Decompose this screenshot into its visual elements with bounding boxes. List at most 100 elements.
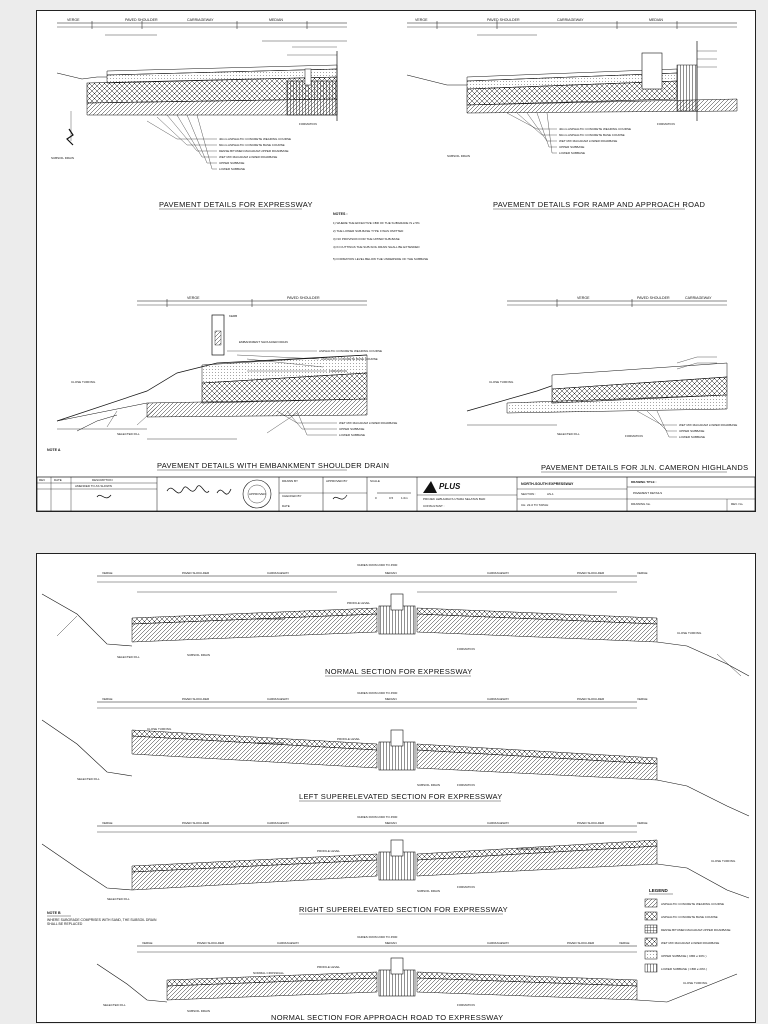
cam-header-paved-shoulder: PAVED SHOULDER bbox=[637, 296, 670, 300]
plus-logo-icon bbox=[423, 481, 437, 493]
s4-formation: FORMATION bbox=[457, 1003, 475, 1007]
emb-header-paved-shoulder: PAVED SHOULDER bbox=[287, 296, 320, 300]
note-5: 5) FORMATION LEVEL BELOW THE UNDERSIDE O… bbox=[333, 257, 428, 261]
s4-h-carriage-l: CARRIAGEWAY bbox=[277, 941, 299, 945]
s1-h-shoulder-r: PAVED SHOULDER bbox=[577, 571, 605, 575]
emb-header-verge: VERGE bbox=[187, 296, 200, 300]
s2-formation: FORMATION bbox=[457, 783, 475, 787]
s1-h-carriage-r: CARRIAGEWAY bbox=[487, 571, 509, 575]
emb-label-selected-fill: SELECTED FILL bbox=[117, 432, 140, 436]
legend-dbm: DENSE BITUMEN MACADAM UPPER ROADBASE bbox=[661, 928, 731, 932]
legend-wetmix: WET MIX MACADAM LOWER ROADBASE bbox=[661, 941, 719, 945]
s1-h-verge-l: VERGE bbox=[102, 571, 113, 575]
emb-label-upper-subbase: UPPER SUBBASE bbox=[339, 427, 364, 431]
section-approach-road bbox=[96, 945, 738, 1003]
rev-col: REV bbox=[39, 478, 45, 482]
s4-crossfall: NORMAL CROSSFALL bbox=[253, 971, 285, 975]
note-2: 2) THE LOWER SUB-BASE TYPE II WAS OMITTE… bbox=[333, 229, 404, 233]
section-3-labels: VERGE PAVED SHOULDER CARRIAGEWAY MEDIAN … bbox=[102, 815, 736, 901]
embankment-detail-drawing bbox=[56, 299, 368, 440]
note-b-block: NOTE B WHERE SUBGRADE COMPRISES WITH SAN… bbox=[47, 911, 156, 926]
s4-profile-level: PROFILE LEVEL bbox=[317, 965, 340, 969]
s3-h-carriage-l: CARRIAGEWAY bbox=[267, 821, 289, 825]
project-name: NORTH-SOUTH EXPRESSWAY bbox=[521, 482, 574, 486]
s4-close-turfing: CLOSE TURFING bbox=[683, 981, 708, 985]
header-verge: VERGE bbox=[67, 18, 80, 22]
expressway-layer-callouts: 40mm ASPHALTIC CONCRETE WEARING COURSE 6… bbox=[51, 122, 317, 171]
scale-mid: 0.5 bbox=[389, 496, 394, 500]
company-name: PROJEK LEBUHRAYA UTARA SELATAN BHD bbox=[423, 497, 486, 501]
cam-label-upper-subbase: UPPER SUBBASE bbox=[679, 429, 704, 433]
ramp-callout-upper-subbase: UPPER SUBBASE bbox=[559, 145, 584, 149]
s1-h-carriage-l: CARRIAGEWAY bbox=[267, 571, 289, 575]
note-b-title: NOTE B bbox=[47, 911, 61, 915]
s1-subsoil: SUBSOIL DRAIN bbox=[187, 653, 210, 657]
emb-label-formation: FORMATION bbox=[329, 369, 347, 373]
legend-upper-subbase: UPPER SUBBASE ( CBR ≥ 30% ) bbox=[661, 954, 707, 958]
s3-superelevation: SUPERELEVATION RATE bbox=[517, 847, 552, 851]
caption-embankment: PAVEMENT DETAILS WITH EMBANKMENT SHOULDE… bbox=[157, 461, 389, 470]
ramp-header-paved-shoulder: PAVED SHOULDER bbox=[487, 18, 520, 22]
legend-base: ASPHALTIC CONCRETE BASE COURSE bbox=[661, 915, 718, 919]
s1-selected-fill: SELECTED FILL bbox=[117, 655, 140, 659]
section-label: SECTION : bbox=[521, 492, 536, 496]
s2-close-turfing: CLOSE TURFING bbox=[147, 727, 172, 731]
s2-subsoil: SUBSOIL DRAIN bbox=[417, 783, 440, 787]
s2-selected-fill: SELECTED FILL bbox=[77, 777, 100, 781]
legend-swatch-wearing bbox=[644, 898, 658, 908]
section-2-labels: VERGE PAVED SHOULDER CARRIAGEWAY MEDIAN … bbox=[77, 691, 648, 787]
emb-label-drain: EMBANKMENT SHOULDER DRAIN bbox=[239, 340, 288, 344]
legend-swatch-upper-subbase bbox=[644, 950, 658, 960]
cam-label-lower-subbase: LOWER SUBBASE bbox=[679, 435, 705, 439]
callout-upper-roadbase: DENSE BITUMEN MACADAM UPPER ROADBASE bbox=[219, 149, 289, 153]
rev-row-1: AMENDED TO AS SHOWN bbox=[75, 484, 112, 488]
header-paved-shoulder: PAVED SHOULDER bbox=[125, 18, 158, 22]
s1-h-median: MEDIAN bbox=[385, 571, 397, 575]
date-label: DATE bbox=[282, 504, 290, 508]
checked-by-label: CHECKED BY bbox=[282, 494, 302, 498]
s4-h-median: MEDIAN bbox=[385, 941, 397, 945]
section-normal-expressway bbox=[41, 575, 750, 677]
s3-varies: VARIES FROM 2300 TO 4500 bbox=[357, 815, 398, 819]
s1-crossfall: 2.5% UNIFORMALLY bbox=[257, 617, 286, 621]
drawing-no-label: DRAWING No. bbox=[631, 502, 651, 506]
caption-right-superelevated: RIGHT SUPERELEVATED SECTION FOR EXPRESSW… bbox=[299, 905, 508, 914]
ramp-callout-lower-roadbase: WET MIX MACADAM LOWER ROADBASE bbox=[559, 139, 617, 143]
logo-text: PLUS bbox=[439, 482, 461, 491]
emb-label-ac-base: ASPHALTIC CONCRETE BASE COURSE bbox=[321, 357, 378, 361]
s2-h-shoulder-l: PAVED SHOULDER bbox=[182, 697, 210, 701]
s3-h-median: MEDIAN bbox=[385, 821, 397, 825]
scale-0: 0 bbox=[375, 496, 377, 500]
s3-close-turfing: CLOSE TURFING bbox=[711, 859, 736, 863]
ramp-header-median: MEDIAN bbox=[649, 18, 663, 22]
emb-label-wet-mix: WET MIX MACADAM LOWER ROADBASE bbox=[339, 421, 397, 425]
s2-profile-level: PROFILE LEVEL bbox=[337, 737, 360, 741]
embankment-labels: VERGE PAVED SHOULDER EMBANKMENT SHOULDER… bbox=[47, 296, 397, 452]
note-4: 4) IN CUTTINGS THE SUB-SOIL DRAIN SHALL … bbox=[333, 245, 420, 249]
cam-label-selected-fill: SELECTED FILL bbox=[557, 432, 580, 436]
ramp-label-formation: FORMATION bbox=[657, 122, 675, 126]
drawing-title-value: PAVEMENT DETAILS bbox=[633, 491, 662, 495]
date-col: DATE bbox=[54, 478, 62, 482]
label-formation: FORMATION bbox=[299, 122, 317, 126]
section-right-superelevated bbox=[41, 825, 750, 899]
legend-swatch-wetmix bbox=[644, 937, 658, 947]
emb-label-kerb: KERB bbox=[229, 314, 237, 318]
note-3: 3) NO PROVISION FOR THE UPPER SUB-BASE bbox=[333, 237, 400, 241]
ramp-label-subsoil-drain: SUBSOIL DRAIN bbox=[447, 154, 470, 158]
expressway-detail-header-labels: VERGE PAVED SHOULDER CARRIAGEWAY MEDIAN bbox=[67, 18, 283, 22]
emb-label-lower-subbase: LOWER SUBBASE bbox=[339, 433, 365, 437]
notes-title: NOTES : bbox=[333, 212, 348, 216]
cam-label-formation: FORMATION bbox=[625, 434, 643, 438]
cam-header-carriageway: CARRIAGEWAY bbox=[685, 296, 712, 300]
s3-h-verge-r: VERGE bbox=[637, 821, 648, 825]
caption-expressway: PAVEMENT DETAILS FOR EXPRESSWAY bbox=[159, 200, 313, 209]
emb-note-a: NOTE A bbox=[47, 448, 61, 452]
scale-label: SCALE bbox=[370, 479, 380, 483]
cam-header-verge: VERGE bbox=[577, 296, 590, 300]
ramp-callout-wearing: 40mm ASPHALTIC CONCRETE WEARING COURSE bbox=[559, 127, 631, 131]
s3-profile-level: PROFILE LEVEL bbox=[317, 849, 340, 853]
ramp-detail-header-labels: VERGE PAVED SHOULDER CARRIAGEWAY MEDIAN bbox=[415, 18, 663, 22]
header-median: MEDIAN bbox=[269, 18, 283, 22]
caption-normal-section: NORMAL SECTION FOR EXPRESSWAY bbox=[325, 667, 473, 676]
